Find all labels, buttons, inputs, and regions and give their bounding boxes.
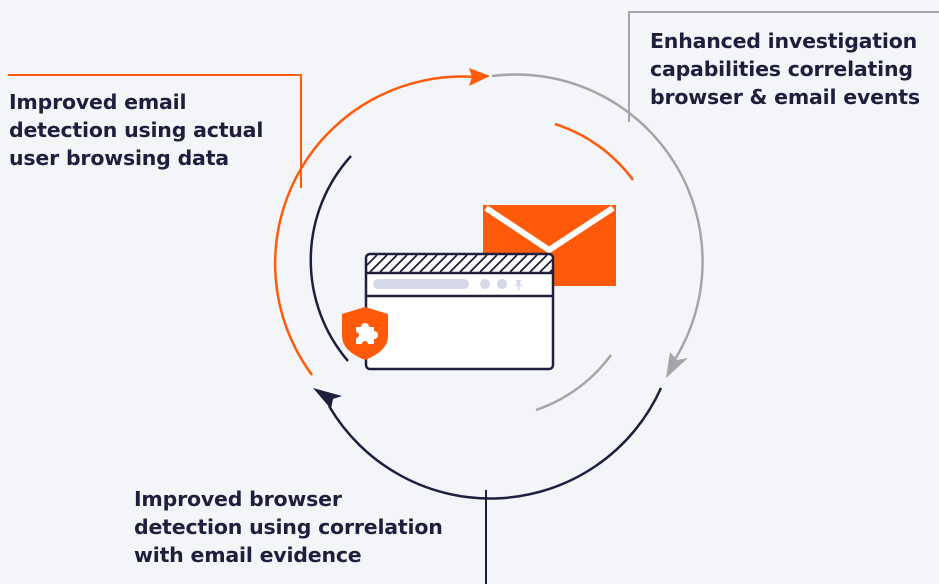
navy-arrowhead <box>313 388 342 409</box>
investigation-connector-line <box>628 11 939 122</box>
investigation-capabilities-label: Enhanced investigation capabilities corr… <box>650 29 920 109</box>
toolbar-dot-1 <box>480 279 490 289</box>
browser-detection-label: Improved browser detection using correla… <box>134 487 443 567</box>
gray-inner-arc <box>535 354 613 412</box>
email-connector-line <box>8 74 302 188</box>
orange-outer-arc <box>273 75 476 376</box>
email-detection-label: Improved email detection using actual us… <box>9 90 264 170</box>
pin-icon <box>514 280 523 290</box>
orange-arrowhead <box>469 68 490 86</box>
navy-inner-arc <box>309 155 352 362</box>
orange-inner-arc <box>554 122 635 181</box>
gray-outer-arc <box>491 73 704 365</box>
browser-window-icon <box>364 252 555 371</box>
toolbar-dot-2 <box>497 279 507 289</box>
navy-outer-arc <box>327 387 663 500</box>
gray-arrowhead <box>666 352 688 378</box>
address-bar <box>373 279 469 289</box>
shield-puzzle-icon <box>342 307 388 360</box>
